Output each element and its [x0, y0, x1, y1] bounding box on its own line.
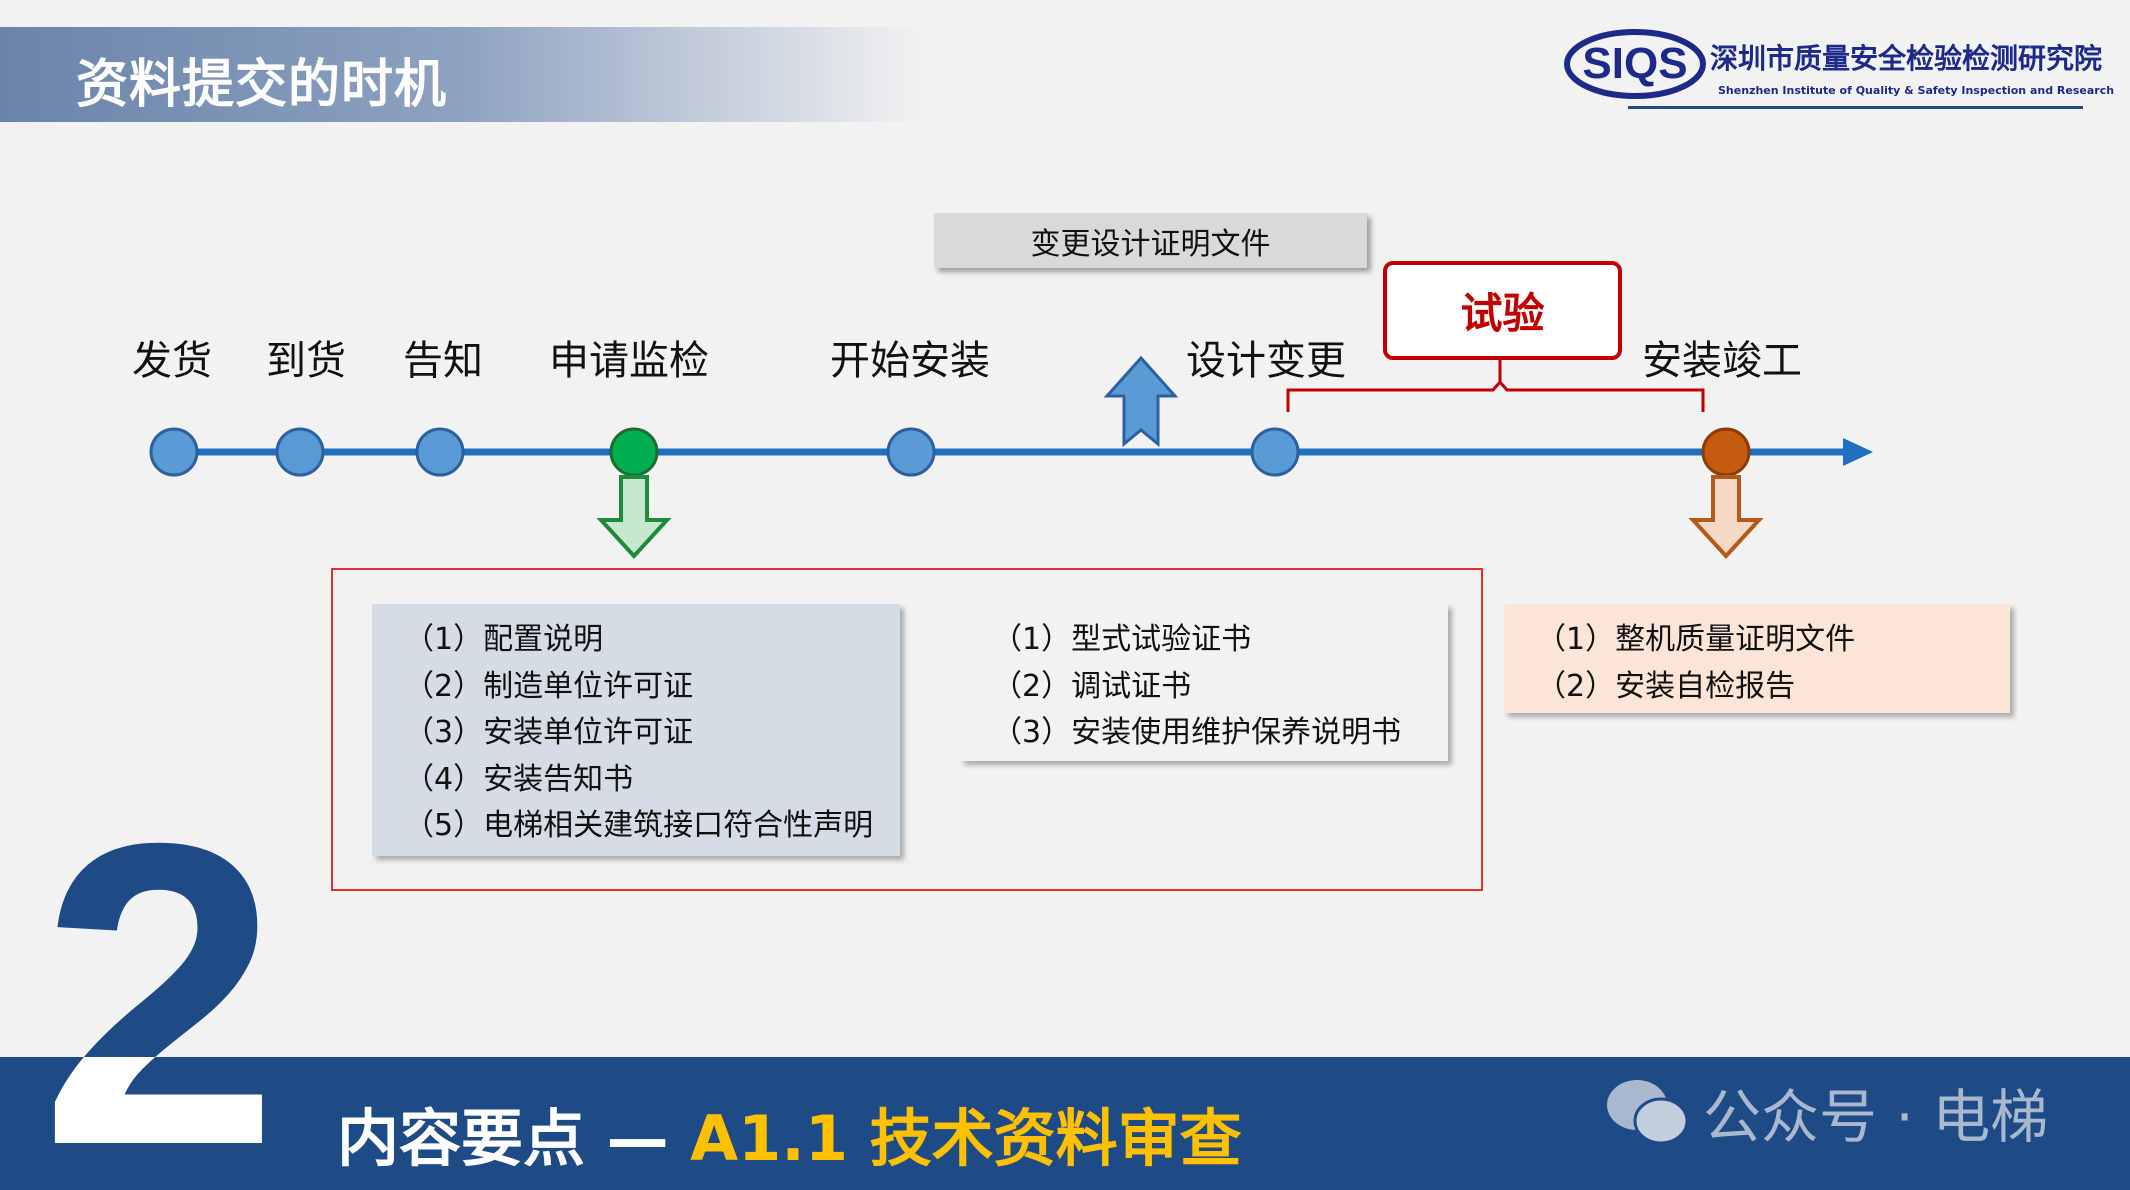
- footer-band: [0, 1057, 2130, 1190]
- inspection-docs-card: （1）配置说明 （2）制造单位许可证 （3）安装单位许可证 （4）安装告知书 （…: [372, 604, 900, 856]
- logo-underline: [1628, 106, 2083, 109]
- page-title: 资料提交的时机: [76, 55, 448, 115]
- completion-docs-card: （1）整机质量证明文件 （2）安装自检报告: [1504, 604, 2010, 713]
- node-ship: [149, 427, 199, 477]
- footer-title: 内容要点 — A1.1 技术资料审查: [337, 1088, 1242, 1178]
- doc-item: （2）安装自检报告: [1536, 668, 1796, 704]
- stage-label-apply-inspection: 申请监检: [549, 338, 709, 384]
- doc-item: （1）型式试验证书: [992, 622, 1252, 657]
- test-bracket: [1286, 360, 1705, 412]
- siqs-logo: SIQS: [1564, 29, 1706, 99]
- testing-docs-card: （1）型式试验证书 （2）调试证书 （3）安装使用维护保养说明书: [960, 604, 1448, 761]
- doc-item: （3）安装单位许可证: [404, 715, 694, 750]
- node-design-change: [1250, 427, 1300, 477]
- title-bar: [0, 27, 924, 122]
- doc-item: （1）配置说明: [404, 622, 604, 657]
- stage-label-start-install: 开始安装: [830, 338, 990, 384]
- stage-label-notify: 告知: [403, 338, 483, 384]
- logo-mark: SIQS: [1582, 39, 1687, 88]
- up-arrow-icon: [1103, 355, 1179, 448]
- down-arrow-green-icon: [596, 475, 672, 559]
- section-number-graphic: 2: [40, 760, 279, 1190]
- watermark-text: 公众号 · 电梯: [1703, 1083, 2049, 1151]
- test-box: 试验: [1383, 261, 1622, 360]
- stage-label-design-change: 设计变更: [1186, 338, 1346, 384]
- footer-subtitle: A1.1 技术资料审查: [690, 1102, 1242, 1175]
- down-arrow-orange-icon: [1688, 475, 1764, 559]
- required-docs-frame: [331, 568, 1483, 891]
- doc-item: （3）安装使用维护保养说明书: [992, 715, 1402, 750]
- stage-label-arrive: 到货: [266, 338, 346, 384]
- watermark: 公众号 · 电梯: [1605, 1070, 2048, 1154]
- wechat-icon: [1607, 1080, 1689, 1145]
- timeline-arrowhead: [1843, 438, 1873, 466]
- node-apply-inspection: [609, 427, 659, 477]
- stage-label-ship: 发货: [132, 338, 212, 384]
- footer-title-main: 内容要点 —: [337, 1102, 691, 1175]
- node-arrive: [275, 427, 325, 477]
- section-number: 2: [40, 760, 279, 1190]
- doc-item: （4）安装告知书: [404, 761, 634, 797]
- logo-english-name: Shenzhen Institute of Quality & Safety I…: [1718, 84, 2115, 97]
- doc-item: （1）整机质量证明文件: [1536, 622, 1856, 657]
- doc-item: （2）调试证书: [992, 668, 1192, 704]
- node-start-install: [886, 427, 936, 477]
- node-complete: [1701, 427, 1751, 477]
- stage-label-complete: 安装竣工: [1642, 338, 1802, 384]
- timeline-nodes: [149, 427, 1300, 477]
- logo-chinese-name: 深圳市质量安全检验检测研究院: [1710, 42, 2103, 75]
- change-design-doc-box: 变更设计证明文件: [934, 213, 1367, 268]
- doc-item: （5）电梯相关建筑接口符合性声明: [404, 808, 874, 843]
- doc-item: （2）制造单位许可证: [404, 668, 694, 704]
- node-notify: [415, 427, 465, 477]
